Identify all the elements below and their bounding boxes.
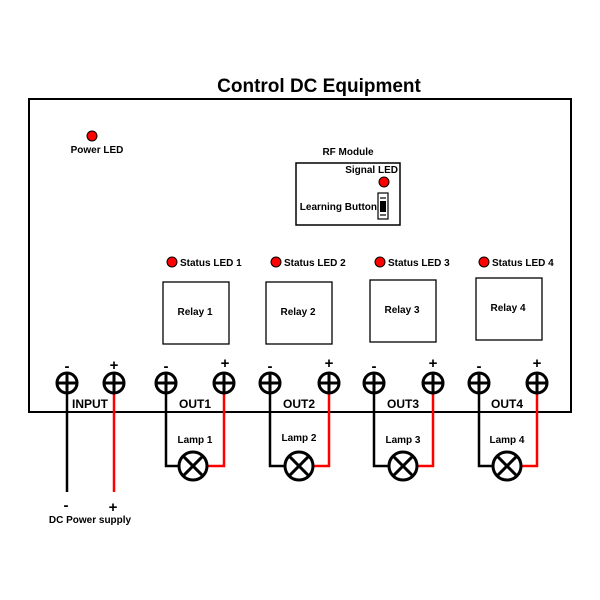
supply-positive-sign: + — [109, 499, 118, 516]
out1-negative-sign: - — [164, 358, 169, 375]
out1-positive-terminal — [212, 371, 236, 395]
status-led-icon — [270, 256, 282, 268]
terminals — [55, 371, 549, 395]
out2-negative-sign: - — [268, 358, 273, 375]
status-led-icon — [166, 256, 178, 268]
controller-board — [28, 98, 572, 413]
dc-power-supply: - + DC Power supply — [49, 497, 132, 526]
power-led-label: Power LED — [71, 145, 124, 156]
lamp-3-icon — [387, 450, 419, 482]
out4-positive-sign: + — [533, 355, 542, 372]
out2-positive-wire — [314, 393, 331, 468]
out1-negative-wire — [164, 393, 178, 468]
relay-box — [265, 281, 333, 345]
lamp-4-icon — [491, 450, 523, 482]
wires — [65, 393, 539, 492]
terminal-signs: - + - + - + - + - + — [65, 355, 542, 375]
rf-module: RF Module Signal LED Learning Button — [295, 147, 401, 226]
status-led-label: Status LED 4 — [492, 258, 554, 269]
supply-label: DC Power supply — [49, 515, 132, 526]
lamp-2-label: Lamp 2 — [281, 433, 316, 444]
input-positive-terminal — [102, 371, 126, 395]
lamp-3-label: Lamp 3 — [385, 435, 420, 446]
relay-box — [475, 277, 543, 341]
input-positive-sign: + — [110, 357, 119, 374]
out4-port-label: OUT4 — [491, 397, 523, 411]
channel-2: Status LED 2 Relay 2 — [265, 256, 346, 345]
lamp-1-icon — [177, 450, 209, 482]
out3-positive-terminal — [421, 371, 445, 395]
power-led-icon — [86, 130, 98, 142]
lamp-2-icon — [283, 450, 315, 482]
out3-positive-wire — [418, 393, 435, 468]
diagram-title: Control DC Equipment — [217, 76, 421, 97]
signal-led-icon — [378, 176, 390, 188]
out3-negative-sign: - — [372, 358, 377, 375]
out2-positive-sign: + — [325, 355, 334, 372]
out3-negative-terminal — [362, 371, 386, 395]
status-led-label: Status LED 3 — [388, 258, 450, 269]
status-led-label: Status LED 2 — [284, 258, 346, 269]
input-negative-sign: - — [65, 358, 70, 375]
relay-label: Relay 2 — [280, 307, 315, 318]
learning-button-label: Learning Button — [300, 202, 377, 213]
out4-negative-terminal — [467, 371, 491, 395]
status-led-label: Status LED 1 — [180, 258, 242, 269]
out3-positive-sign: + — [429, 355, 438, 372]
out1-port-label: OUT1 — [179, 397, 211, 411]
out3-negative-wire — [372, 393, 389, 468]
out2-positive-terminal — [317, 371, 341, 395]
signal-led-label: Signal LED — [345, 165, 398, 176]
channel-1: Status LED 1 Relay 1 — [162, 256, 242, 345]
out4-negative-wire — [477, 393, 493, 468]
input-port-label: INPUT — [72, 397, 109, 411]
out2-negative-terminal — [258, 371, 282, 395]
out1-positive-wire — [208, 393, 226, 468]
learning-button[interactable] — [377, 192, 389, 220]
relay-box — [369, 279, 437, 343]
out4-positive-terminal — [525, 371, 549, 395]
out3-port-label: OUT3 — [387, 397, 419, 411]
lamps — [177, 450, 523, 482]
relay-label: Relay 1 — [177, 307, 212, 318]
channel-4: Status LED 4 Relay 4 — [475, 256, 554, 341]
out1-negative-terminal — [154, 371, 178, 395]
supply-negative-sign: - — [64, 497, 69, 514]
out4-positive-wire — [522, 393, 539, 468]
rf-module-title: RF Module — [322, 147, 374, 158]
relay-label: Relay 4 — [490, 303, 525, 314]
out4-negative-sign: - — [477, 358, 482, 375]
lamp-1-label: Lamp 1 — [177, 435, 212, 446]
input-negative-terminal — [55, 371, 79, 395]
lamp-4-label: Lamp 4 — [489, 435, 524, 446]
out2-port-label: OUT2 — [283, 397, 315, 411]
channel-3: Status LED 3 Relay 3 — [369, 256, 450, 343]
relay-box — [162, 281, 230, 345]
status-led-icon — [478, 256, 490, 268]
status-led-icon — [374, 256, 386, 268]
out1-positive-sign: + — [221, 355, 230, 372]
relay-label: Relay 3 — [384, 305, 419, 316]
power-led: Power LED — [71, 130, 124, 156]
out2-negative-wire — [268, 393, 284, 468]
